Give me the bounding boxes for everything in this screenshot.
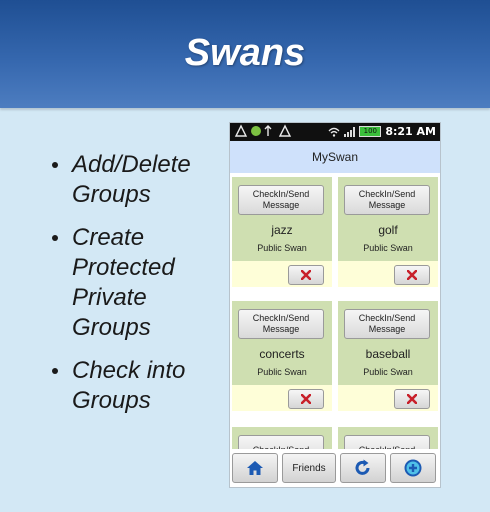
feature-item: Check into Groups [40,356,220,416]
group-card: CheckIn/Send Message baseball Public Swa… [338,301,438,411]
bullet-icon [52,368,58,374]
add-group-button[interactable] [390,453,436,483]
checkin-button[interactable]: CheckIn/Send [238,435,324,449]
feature-text: Check into Groups [72,357,186,414]
group-type: Public Swan [363,243,413,253]
battery-icon: 100 [359,126,382,137]
delete-icon [407,394,417,404]
refresh-button[interactable] [340,453,386,483]
status-clock: 8:21 AM [385,125,436,138]
delete-group-button[interactable] [288,389,324,409]
checkin-button[interactable]: CheckIn/Send [344,435,430,449]
delete-group-button[interactable] [394,389,430,409]
checkin-button[interactable]: CheckIn/Send Message [238,185,324,215]
notification-icon-strip [234,124,292,137]
phone-screenshot: 100 8:21 AM MySwan CheckIn/Send Message … [229,122,441,488]
delete-icon [407,270,417,280]
bottom-toolbar: Friends [230,451,440,487]
bullet-icon [52,235,58,241]
refresh-icon [355,459,370,475]
group-name: concerts [259,347,305,361]
status-bar: 100 8:21 AM [230,123,440,141]
delete-group-button[interactable] [288,265,324,285]
delete-icon [301,394,311,404]
feature-text: Add/Delete Groups [72,151,191,208]
checkin-button[interactable]: CheckIn/Send Message [344,185,430,215]
group-card: CheckIn/Send Message golf Public Swan [338,177,438,287]
feature-list: Add/Delete Groups Create Protected Priva… [40,150,220,429]
notification-icons [234,124,304,141]
feature-item: Add/Delete Groups [40,150,220,210]
delete-group-button[interactable] [394,265,430,285]
slide-title: Swans [184,32,306,74]
group-name: golf [378,223,398,237]
feature-text: Create Protected Private Groups [72,224,175,341]
group-card: CheckIn/Send [232,427,332,449]
group-type: Public Swan [363,367,413,377]
app-title: MySwan [230,141,440,173]
group-type: Public Swan [257,367,307,377]
group-card: CheckIn/Send [338,427,438,449]
checkin-button[interactable]: CheckIn/Send Message [344,309,430,339]
group-grid: CheckIn/Send Message jazz Public Swan Ch… [230,175,440,449]
feature-item: Create Protected Private Groups [40,223,220,343]
status-icons: 100 8:21 AM [328,125,436,138]
checkin-button[interactable]: CheckIn/Send Message [238,309,324,339]
slide-banner [0,0,490,108]
delete-icon [301,270,311,280]
group-name: baseball [365,347,411,361]
group-name: jazz [271,223,293,237]
group-card: CheckIn/Send Message jazz Public Swan [232,177,332,287]
wifi-icon [328,127,340,137]
home-icon [247,461,263,475]
add-icon [404,459,422,477]
home-button[interactable] [232,453,278,483]
group-type: Public Swan [257,243,307,253]
friends-button[interactable]: Friends [282,453,336,483]
bullet-icon [52,162,58,168]
signal-icon [344,126,356,137]
group-card: CheckIn/Send Message concerts Public Swa… [232,301,332,411]
